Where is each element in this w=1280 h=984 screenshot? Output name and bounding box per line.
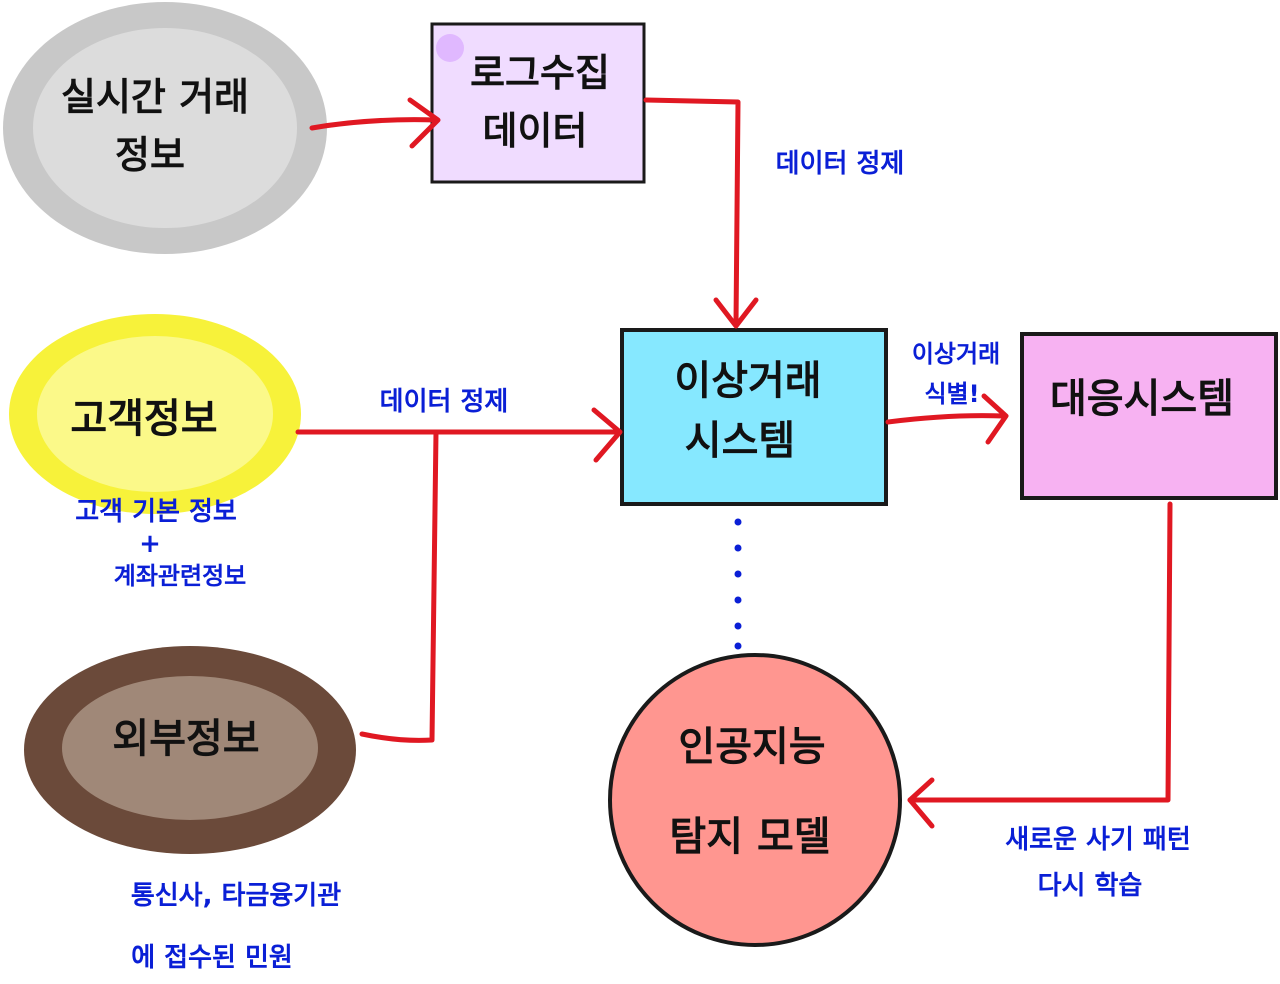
- arrow-realtime-to-log: [309, 97, 441, 149]
- note-detect-line2: 식별!: [924, 380, 979, 408]
- note-relearn-line2: 다시 학습: [1038, 871, 1143, 901]
- note-customer-line1: 고객 기본 정보: [75, 497, 237, 527]
- note-external-line1: 통신사, 타금융기관: [131, 881, 341, 911]
- note-refine-top: 데이터 정제: [776, 149, 905, 179]
- fraud-system-node: 이상거래 시스템: [620, 328, 888, 506]
- arrow-fraud-to-response: [885, 393, 1009, 445]
- external-label: 외부정보: [112, 716, 259, 762]
- realtime-node: 실시간 거래 정보: [3, 2, 327, 254]
- ai-label-line1: 인공지능: [678, 724, 825, 770]
- customer-node: 고객정보: [9, 314, 301, 514]
- customer-label: 고객정보: [70, 396, 217, 442]
- note-detect-line1: 이상거래: [912, 340, 1000, 368]
- note-customer-line3: 계좌관련정보: [114, 562, 246, 590]
- arrow-response-to-ai: [907, 501, 1173, 829]
- response-system-node: 대응시스템: [1020, 332, 1278, 500]
- fraud-label-line1: 이상거래: [674, 358, 821, 404]
- realtime-label-line1: 실시간 거래: [61, 75, 249, 119]
- external-node: 외부정보: [24, 646, 356, 854]
- note-relearn-line1: 새로운 사기 패턴: [1005, 825, 1191, 855]
- response-label: 대응시스템: [1050, 376, 1234, 422]
- arrow-external-to-fraud: [359, 429, 439, 743]
- note-customer-line2: +: [139, 529, 161, 559]
- log-node: 로그수집 데이터: [430, 22, 646, 184]
- note-external-line2: 에 접수된 민원: [131, 943, 293, 973]
- realtime-label-line2: 정보: [115, 133, 185, 177]
- arrow-log-to-fraud: [643, 97, 759, 329]
- dotted-link-fraud-to-ai: [734, 518, 742, 650]
- arrow-customer-to-fraud: [295, 407, 623, 463]
- note-refine-mid: 데이터 정제: [380, 387, 509, 417]
- ai-model-node: 인공지능 탐지 모델: [608, 653, 902, 947]
- log-label-line1: 로그수집: [470, 51, 610, 95]
- fraud-label-line2: 시스템: [685, 418, 795, 464]
- log-label-line2: 데이터: [483, 109, 588, 153]
- ai-label-line2: 탐지 모델: [669, 814, 830, 860]
